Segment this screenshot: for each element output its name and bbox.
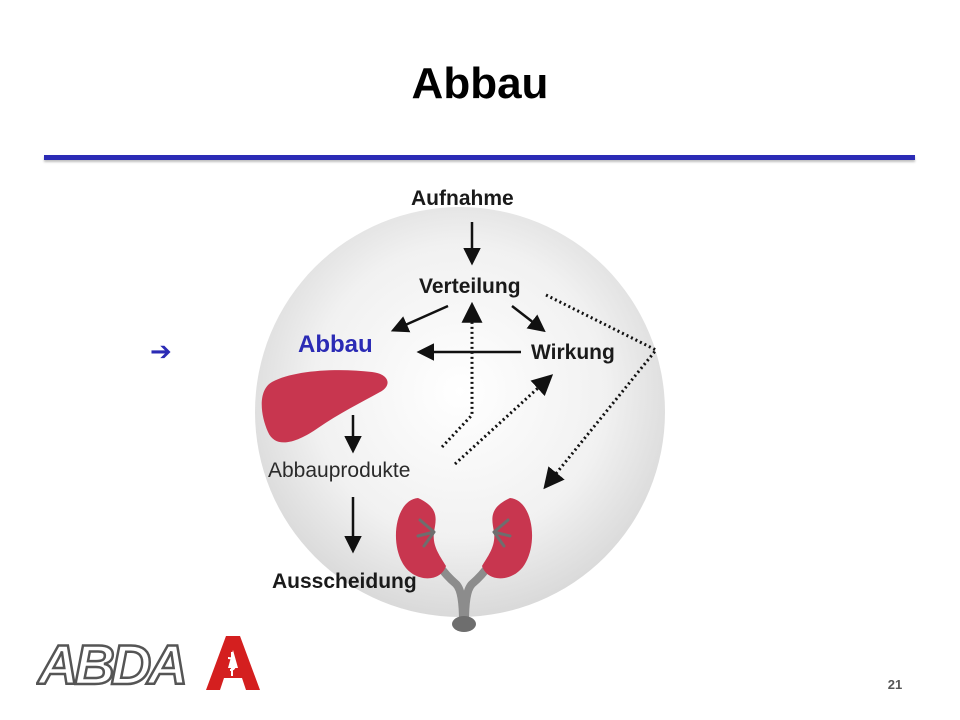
title-underline <box>44 155 915 160</box>
dotted-arrow-to-wirkung <box>453 374 554 466</box>
pointer-arrow-icon: ➔ <box>150 336 172 366</box>
abda-wordmark: ABDA <box>36 632 190 694</box>
label-aufnahme: Aufnahme <box>411 187 514 210</box>
label-verteilung: Verteilung <box>419 275 521 298</box>
label-wirkung: Wirkung <box>531 341 615 364</box>
arrow-verteilung-abbau <box>390 304 449 333</box>
page-number: 21 <box>887 677 903 692</box>
abda-logo: ABDA <box>36 632 260 694</box>
kidneys-icon <box>395 498 533 632</box>
label-abbauprodukte: Abbauprodukte <box>268 459 411 482</box>
apotheke-a-icon <box>206 636 260 690</box>
abda-logo-text: ABDA <box>36 633 184 694</box>
body-circle <box>255 207 665 617</box>
liver-icon <box>261 370 388 443</box>
dotted-arrow-verteilung-to-niere <box>543 293 659 490</box>
label-abbau: Abbau <box>298 331 373 358</box>
dotted-arrow-to-verteilung <box>440 301 483 449</box>
arrow-verteilung-wirkung <box>511 305 546 333</box>
slide-title: Abbau <box>411 59 549 108</box>
label-ausscheidung: Ausscheidung <box>272 570 417 593</box>
